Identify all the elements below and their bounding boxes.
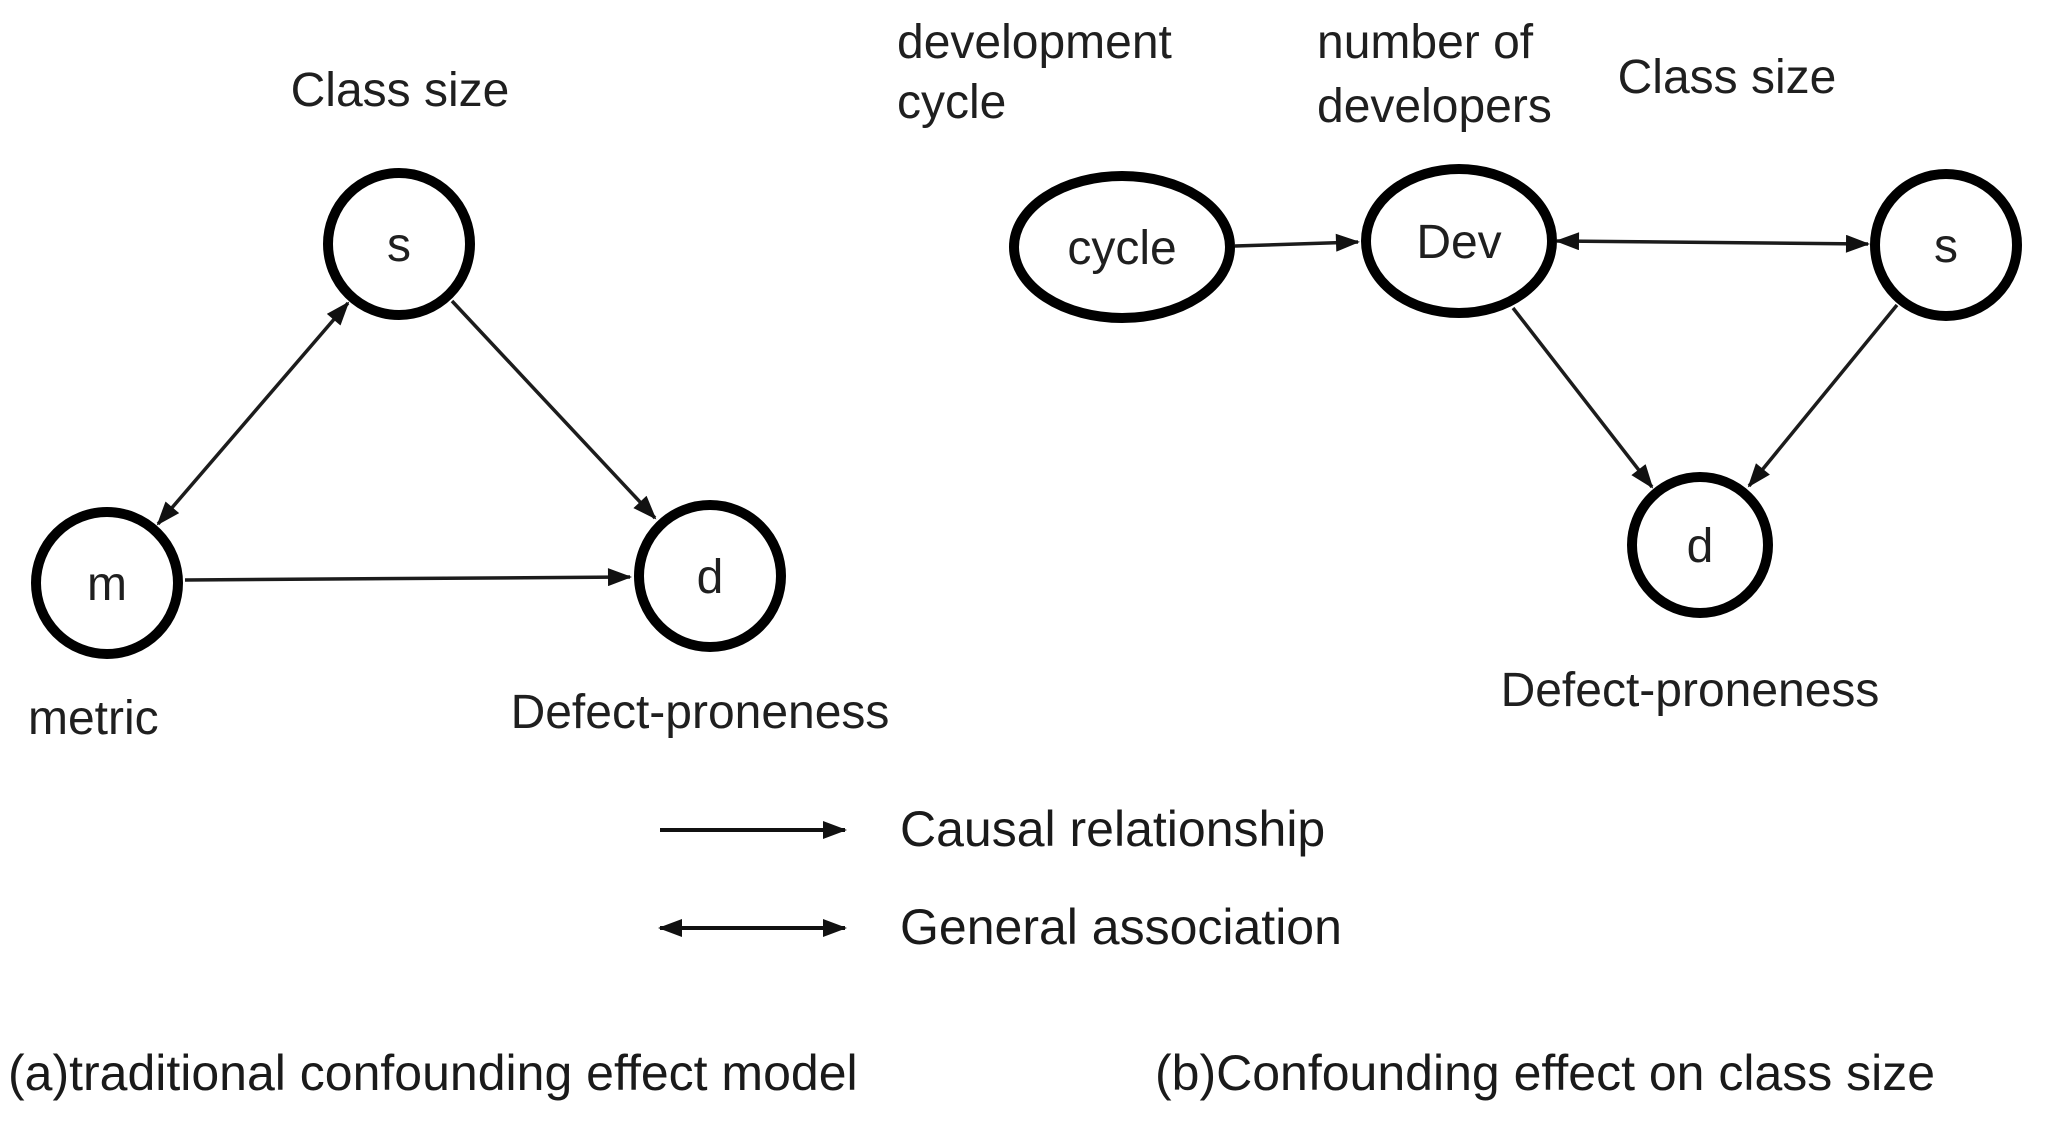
- node-m-a-letter: m: [87, 558, 127, 611]
- node-d-b-letter: d: [1687, 520, 1714, 573]
- node-cycle-b-letter: cycle: [1067, 222, 1176, 275]
- node-dev-b-letter: Dev: [1416, 216, 1501, 269]
- node-cycle-b: [1009, 171, 1235, 323]
- annotation-development-cycle-line1: development: [897, 16, 1172, 69]
- node-s-a-letter: s: [387, 219, 411, 272]
- annotation-metric-a: metric: [28, 692, 159, 745]
- annotation-number-of-developers-line1: number of: [1317, 16, 1534, 69]
- annotation-defect-proneness-a: Defect-proneness: [511, 686, 890, 739]
- annotation-number-of-developers-line2: developers: [1317, 80, 1552, 133]
- annotation-class-size-b: Class size: [1618, 51, 1837, 104]
- node-m-a: [31, 507, 183, 659]
- node-s-b: [1870, 169, 2022, 321]
- annotation-development-cycle-line2: cycle: [897, 76, 1006, 129]
- annotation-defect-proneness-b: Defect-proneness: [1501, 664, 1880, 717]
- association-arrow-dev-s: [1555, 232, 1870, 253]
- node-s-b-letter: s: [1934, 220, 1958, 273]
- legend: Causal relationship General association: [658, 801, 1342, 955]
- causal-arrow-s-d-b: [1747, 303, 1899, 488]
- caption-panel-a: (a)traditional confounding effect model: [8, 1045, 858, 1101]
- causal-arrow-m-d: [184, 568, 632, 587]
- panel-b: development cycle number of developers C…: [897, 16, 2022, 1101]
- legend-causal-label: Causal relationship: [900, 801, 1325, 857]
- annotation-development-cycle: development cycle: [897, 16, 1185, 129]
- node-d-a: [634, 500, 786, 652]
- caption-panel-b: (b)Confounding effect on class size: [1155, 1045, 1935, 1101]
- node-d-b: [1627, 472, 1773, 618]
- annotation-class-size-a: Class size: [291, 64, 510, 117]
- causal-arrow-cycle-dev: [1234, 233, 1360, 252]
- legend-association-label: General association: [900, 899, 1342, 955]
- node-dev-b: [1361, 164, 1557, 318]
- panel-a: Class size s m metric d Defect-proneness…: [8, 64, 889, 1101]
- causal-arrow-dev-d: [1511, 306, 1654, 489]
- association-arrow-m-s: [156, 301, 350, 526]
- node-d-a-letter: d: [697, 551, 724, 604]
- node-s-a: [323, 168, 475, 320]
- causal-arrow-s-d: [450, 299, 657, 520]
- annotation-number-of-developers: number of developers: [1317, 16, 1552, 133]
